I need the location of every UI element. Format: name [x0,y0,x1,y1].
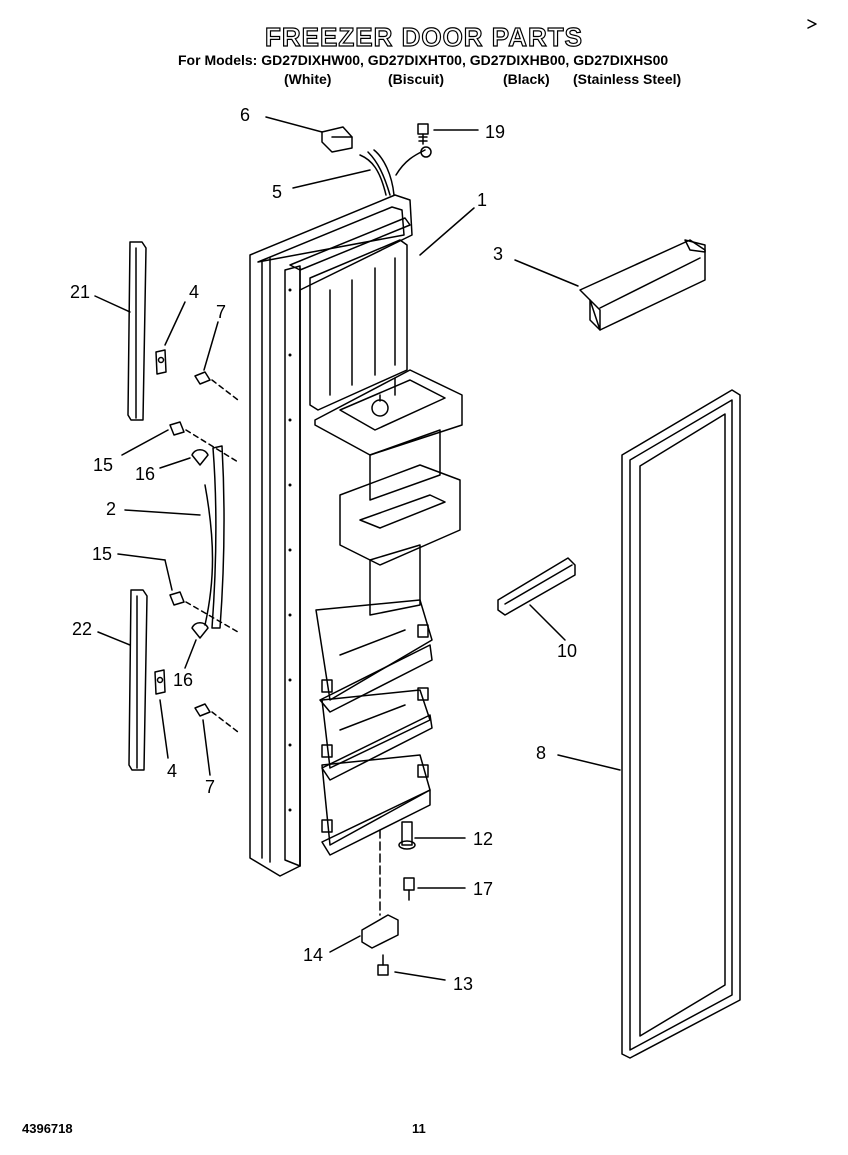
callout-22: 22 [72,619,93,639]
callout-12: 12 [473,829,494,849]
screw-7-lower [194,703,211,717]
clip-part-lower [154,669,166,695]
leader-14 [329,935,361,953]
door-gasket-part [621,389,741,1059]
clip-part-upper [155,349,167,375]
document-number: 4396718 [22,1121,73,1136]
callout-5: 5 [272,182,283,202]
screw-17-part [403,877,415,901]
wire-connector-part [321,126,353,153]
callout-1: 1 [477,190,488,210]
callout-21: 21 [70,282,91,302]
callout-16-lower: 16 [173,670,194,690]
screw-15-upper [169,421,185,436]
callout-7-lower: 7 [205,777,216,797]
leader-22 [97,631,131,646]
leader-4b [159,699,169,759]
callout-17: 17 [473,879,494,899]
models-line: For Models: GD27DIXHW00, GD27DIXHT00, GD… [178,52,669,68]
leader-2 [124,509,201,516]
callout-6: 6 [240,105,251,125]
callout-4-lower: 4 [167,761,178,781]
bin-rail-part [497,557,576,616]
callout-16-upper: 16 [135,464,156,484]
corner-mark [807,19,817,29]
callout-8: 8 [536,743,547,763]
callout-14: 14 [303,945,324,965]
trim-strip-lower [128,589,148,771]
screw-15-lower [169,591,185,606]
leader-21 [94,295,131,313]
callout-10: 10 [557,641,578,661]
leader-15b [117,553,166,561]
leader-3 [514,259,579,287]
leader-16a [159,457,191,469]
variant-white: (White) [284,71,332,87]
screw-7-upper [194,371,211,385]
callout-2: 2 [106,499,117,519]
freezer-door-panel [249,194,463,877]
screw-part [417,123,429,145]
variant-black: (Black) [503,71,550,87]
cap-16-upper [191,449,209,466]
leader-4a [164,301,186,346]
leader-10 [529,604,566,641]
callout-3: 3 [493,244,504,264]
variant-biscuit: (Biscuit) [388,71,444,87]
leader-15a [121,429,169,456]
callout-7-upper: 7 [216,302,227,322]
callout-4-upper: 4 [189,282,200,302]
callout-15-upper: 15 [93,455,114,475]
leader-8 [557,754,621,771]
hinge-bracket-part [361,914,399,949]
leader-16b [184,639,197,669]
leader-7a [203,321,219,371]
page-number: 11 [412,1121,426,1136]
hinge-pin-part [398,821,416,850]
trim-strip-upper [127,241,147,421]
cap-16-lower [191,622,209,639]
leader-13 [394,971,446,981]
page-title: FREEZER DOOR PARTS [264,21,583,52]
leader-1 [419,207,475,256]
door-hole-dots [288,288,292,812]
leader-5 [292,169,371,189]
leader-6 [265,116,323,133]
callout-15-lower: 15 [92,544,113,564]
variant-stainless: (Stainless Steel) [573,71,682,87]
screw-13-part [377,954,389,976]
leader-7b [202,719,211,776]
callout-13: 13 [453,974,474,994]
wire-harness-part [359,146,432,196]
callout-19: 19 [485,122,506,142]
door-handle-part [204,445,225,629]
door-bin-part [579,239,706,331]
